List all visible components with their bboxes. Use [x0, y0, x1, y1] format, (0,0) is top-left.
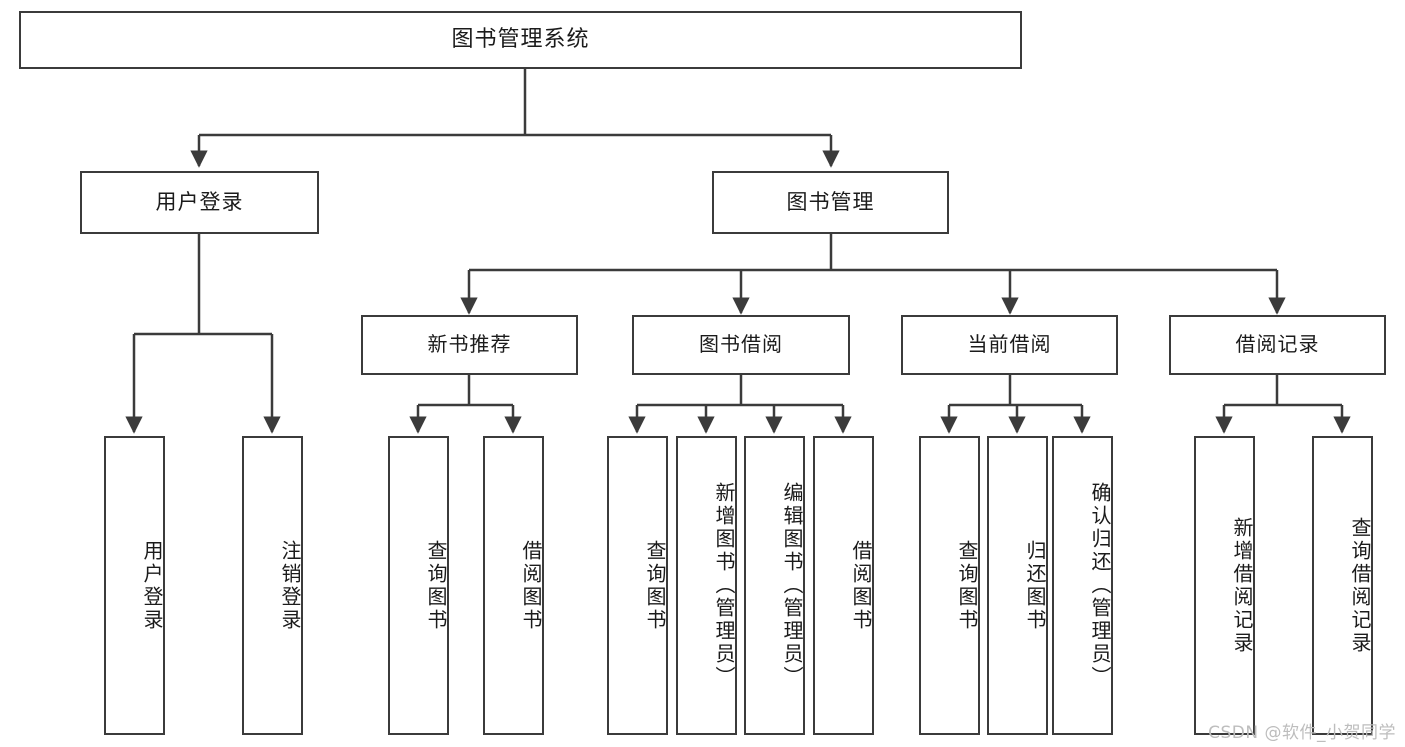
node-book-borrow-label: 图书借阅 — [699, 332, 783, 357]
leaf-return-book-label: 归还图书 — [1023, 539, 1047, 632]
leaf-logout[interactable]: 注销登录 — [242, 436, 303, 735]
leaf-query-book-borrow[interactable]: 查询图书 — [607, 436, 668, 735]
leaf-logout-label: 注销登录 — [278, 539, 302, 632]
leaf-query-borrow-record-label: 查询借阅记录 — [1348, 516, 1372, 655]
node-book-management-label: 图书管理 — [786, 190, 875, 215]
leaf-add-book-admin[interactable]: 新增图书（管理员） — [676, 436, 737, 735]
node-borrow-record[interactable]: 借阅记录 — [1169, 315, 1386, 375]
leaf-add-borrow-record-label: 新增借阅记录 — [1230, 516, 1254, 655]
leaf-edit-book-admin[interactable]: 编辑图书（管理员） — [744, 436, 805, 735]
node-current-borrow-label: 当前借阅 — [967, 332, 1052, 357]
node-root[interactable]: 图书管理系统 — [19, 11, 1022, 69]
leaf-user-login-label: 用户登录 — [140, 539, 164, 632]
watermark-text: CSDN @软件_小贺同学 — [1208, 723, 1396, 743]
leaf-borrow-book-label: 借阅图书 — [849, 539, 873, 632]
leaf-user-login[interactable]: 用户登录 — [104, 436, 165, 735]
leaf-borrow-book-newbook[interactable]: 借阅图书 — [483, 436, 544, 735]
leaf-confirm-return-admin-label: 确认归还（管理员） — [1088, 482, 1112, 689]
node-user-login-label: 用户登录 — [155, 190, 244, 215]
leaf-return-book[interactable]: 归还图书 — [987, 436, 1048, 735]
node-new-book-recommend-label: 新书推荐 — [427, 332, 512, 357]
leaf-query-book-newbook[interactable]: 查询图书 — [388, 436, 449, 735]
leaf-query-borrow-record[interactable]: 查询借阅记录 — [1312, 436, 1373, 735]
leaf-query-book-current-label: 查询图书 — [955, 539, 979, 632]
leaf-edit-book-admin-label: 编辑图书（管理员） — [780, 482, 804, 689]
node-book-borrow[interactable]: 图书借阅 — [632, 315, 850, 375]
leaf-borrow-book[interactable]: 借阅图书 — [813, 436, 874, 735]
leaf-query-book-current[interactable]: 查询图书 — [919, 436, 980, 735]
node-current-borrow[interactable]: 当前借阅 — [901, 315, 1118, 375]
leaf-query-book-newbook-label: 查询图书 — [424, 539, 448, 632]
leaf-add-book-admin-label: 新增图书（管理员） — [712, 482, 736, 689]
leaf-confirm-return-admin[interactable]: 确认归还（管理员） — [1052, 436, 1113, 735]
node-borrow-record-label: 借阅记录 — [1235, 332, 1320, 357]
node-root-label: 图书管理系统 — [451, 27, 590, 53]
node-new-book-recommend[interactable]: 新书推荐 — [361, 315, 578, 375]
leaf-add-borrow-record[interactable]: 新增借阅记录 — [1194, 436, 1255, 735]
leaf-query-book-borrow-label: 查询图书 — [643, 539, 667, 632]
leaf-borrow-book-newbook-label: 借阅图书 — [519, 539, 543, 632]
node-user-login[interactable]: 用户登录 — [80, 171, 319, 234]
node-book-management[interactable]: 图书管理 — [712, 171, 949, 234]
